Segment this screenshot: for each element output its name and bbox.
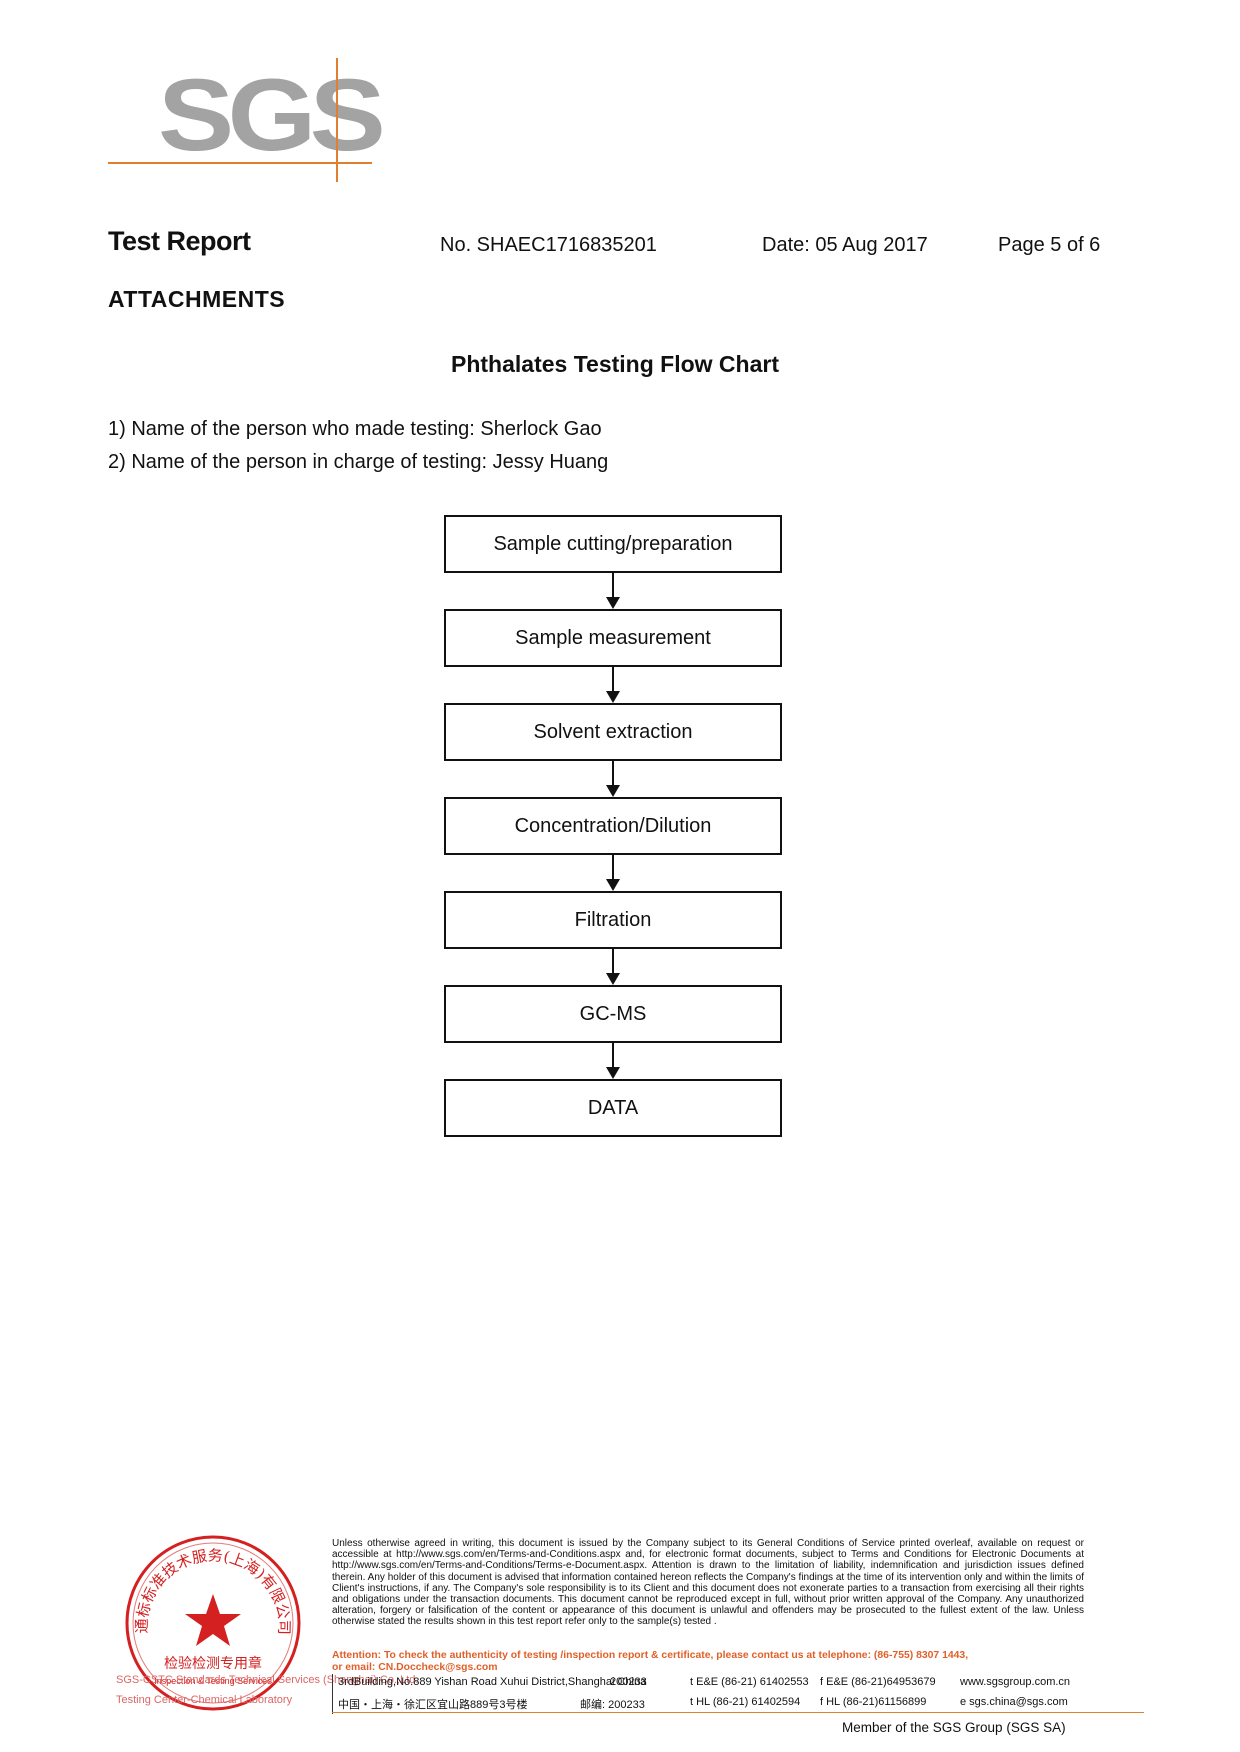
flow-chart: Sample cutting/preparation Sample measur… [444, 515, 782, 1137]
email: e sgs.china@sgs.com [960, 1696, 1068, 1708]
flow-step: Solvent extraction [444, 703, 782, 761]
logo-vertical-rule [336, 58, 338, 182]
flow-step: Concentration/Dilution [444, 797, 782, 855]
authenticity-notice: Attention: To check the authenticity of … [332, 1650, 1092, 1673]
flow-step: GC-MS [444, 985, 782, 1043]
website: www.sgsgroup.com.cn [960, 1676, 1071, 1688]
fax-hl: f HL (86-21)61156899 [820, 1696, 927, 1708]
sgs-membership: Member of the SGS Group (SGS SA) [842, 1720, 1066, 1735]
report-date: Date: 05 Aug 2017 [762, 234, 928, 256]
flow-arrow [444, 573, 782, 609]
flow-arrow [444, 761, 782, 797]
address-english: 3rdBuilding,No.889 Yishan Road Xuhui Dis… [338, 1676, 647, 1688]
authenticity-notice-line-2: or email: CN.Doccheck@sgs.com [332, 1661, 498, 1673]
flow-arrow [444, 855, 782, 891]
flow-arrow [444, 1043, 782, 1079]
supervisor-name-line: 2) Name of the person in charge of testi… [108, 451, 609, 473]
flow-arrow [444, 949, 782, 985]
sgs-logo: SGS [108, 58, 386, 182]
company-seal: 通标标准技术服务(上海)有限公司 检验检测专用章 Inspection & Te… [118, 1528, 308, 1718]
seal-inner-text-en: Inspection & Testing Services [154, 1676, 272, 1686]
terms-and-conditions: Unless otherwise agreed in writing, this… [332, 1538, 1084, 1628]
lab-name-line-1: SGS-CSTC Standards Technical Services (S… [116, 1674, 419, 1686]
tester-name-line: 1) Name of the person who made testing: … [108, 418, 602, 440]
address-block: 3rdBuilding,No.889 Yishan Road Xuhui Dis… [332, 1674, 1092, 1714]
flow-chart-title: Phthalates Testing Flow Chart [451, 351, 779, 377]
phone-ee: t E&E (86-21) 61402553 [690, 1676, 809, 1688]
postcode-english: 200233 [610, 1676, 647, 1688]
logo-horizontal-rule [108, 162, 372, 164]
flow-step: Filtration [444, 891, 782, 949]
page-title: Test Report [108, 226, 251, 256]
flow-step: Sample measurement [444, 609, 782, 667]
postcode-chinese: 邮编: 200233 [580, 1699, 645, 1711]
authenticity-notice-line-1: Attention: To check the authenticity of … [332, 1650, 969, 1661]
seal-inner-text: 检验检测专用章 [164, 1655, 262, 1672]
lab-name: SGS-CSTC Standards Technical Services (S… [116, 1670, 418, 1710]
footer-divider [332, 1712, 1144, 1713]
lab-name-line-2: Testing Center-Chemical Laboratory [116, 1694, 293, 1706]
section-heading: ATTACHMENTS [108, 286, 286, 312]
address-chinese: 中国・上海・徐汇区宜山路889号3号楼 [338, 1699, 528, 1711]
flow-step: DATA [444, 1079, 782, 1137]
fax-ee: f E&E (86-21)64953679 [820, 1676, 936, 1688]
phone-hl: t HL (86-21) 61402594 [690, 1696, 801, 1708]
sgs-logo-text: SGS [158, 58, 386, 172]
report-number: No. SHAEC1716835201 [440, 234, 657, 256]
flow-step: Sample cutting/preparation [444, 515, 782, 573]
flow-arrow [444, 667, 782, 703]
page-number: Page 5 of 6 [998, 234, 1101, 256]
